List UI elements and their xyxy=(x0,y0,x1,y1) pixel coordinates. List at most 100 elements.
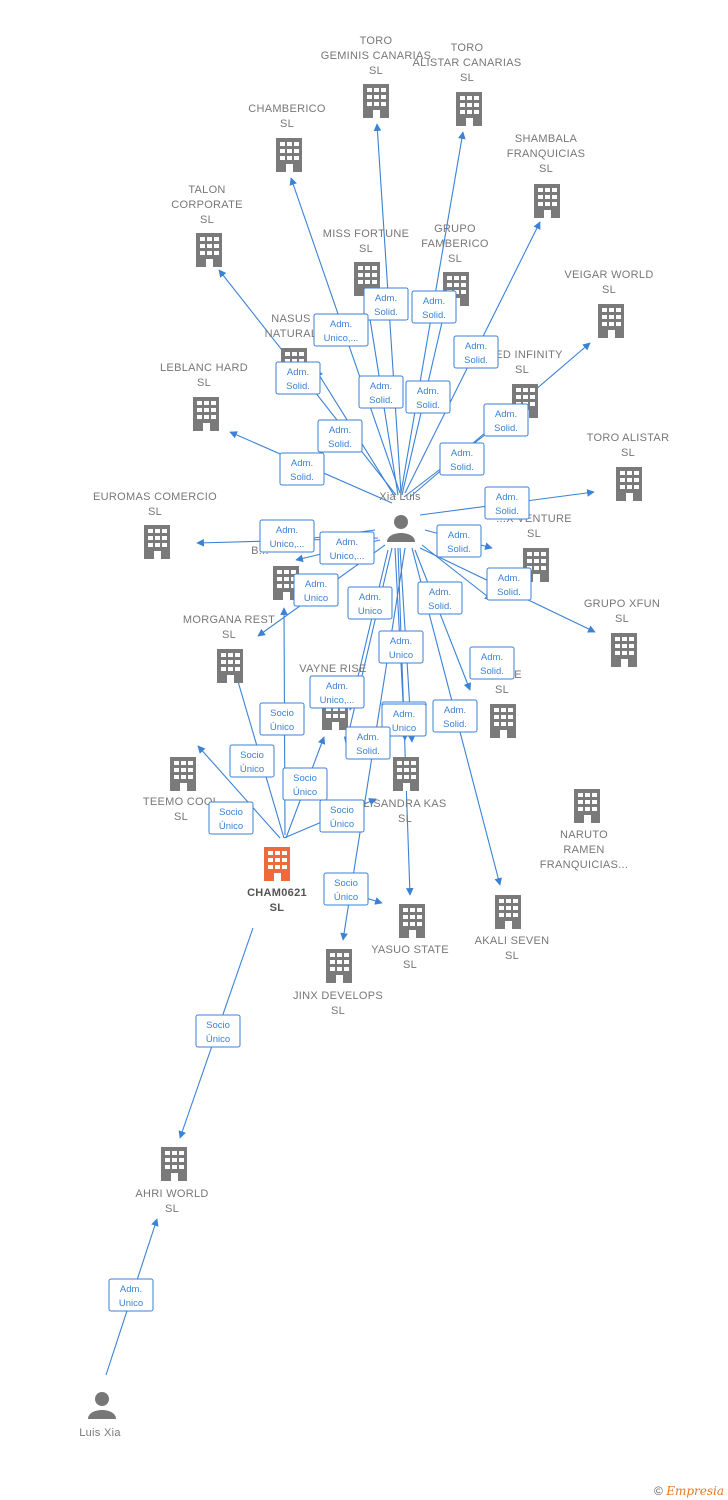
company-label: FAMBERICO xyxy=(421,238,489,250)
person-node-xia-luis[interactable]: Xia Luis xyxy=(379,491,421,542)
building-icon xyxy=(144,525,170,559)
relation-tag[interactable]: Adm.Unico xyxy=(108,1278,154,1312)
company-label: GEMINIS CANARIAS xyxy=(321,50,432,62)
relation-tag-box xyxy=(208,801,254,835)
relation-tag-box xyxy=(358,375,404,409)
brand-logo[interactable]: Empresia xyxy=(666,1484,724,1498)
relation-tag[interactable]: Adm.Solid. xyxy=(486,567,532,601)
company-label: VEIGAR WORLD xyxy=(564,269,653,281)
relation-tag[interactable]: Adm.Solid. xyxy=(436,524,482,558)
relation-tag-line1: Adm. xyxy=(287,367,309,378)
company-label: TEEMO COOL xyxy=(143,796,219,808)
relation-tag[interactable]: Adm.Solid. xyxy=(432,699,478,733)
relation-tag[interactable]: Adm.Solid. xyxy=(317,419,363,453)
relation-tag-box xyxy=(363,287,409,321)
person-node-luis-xia[interactable]: Luis Xia xyxy=(79,1392,121,1439)
relation-tag-line1: Socio xyxy=(240,750,264,761)
relation-tag[interactable]: Adm.Solid. xyxy=(279,452,325,486)
relation-tag[interactable]: Adm.Solid. xyxy=(345,726,391,760)
relation-tag-line1: Adm. xyxy=(390,636,412,647)
relation-tag-line2: Unico xyxy=(119,1298,143,1309)
relation-tag-line1: Adm. xyxy=(496,492,518,503)
company-node-naruto[interactable]: NARUTORAMENFRANQUICIAS... xyxy=(540,789,629,871)
company-label: TORO xyxy=(451,42,484,54)
relation-edge xyxy=(343,547,393,745)
relation-tag[interactable]: Adm.Unico,... xyxy=(309,675,365,709)
person-icon xyxy=(88,1392,116,1419)
company-label: KLED INFINITY xyxy=(481,349,563,361)
relation-tag-line1: Socio xyxy=(270,708,294,719)
relation-tag[interactable]: Adm.Unico xyxy=(381,703,427,737)
relation-tag[interactable]: Adm.Unico,... xyxy=(313,313,369,347)
relation-tag-box xyxy=(309,675,365,709)
relation-tag[interactable]: Adm.Solid. xyxy=(358,375,404,409)
relation-tag[interactable]: Adm.Solid. xyxy=(469,646,515,680)
company-node-b-company[interactable]: B... xyxy=(251,545,299,600)
relation-tag[interactable]: Adm.Solid. xyxy=(483,403,529,437)
relation-tag[interactable]: Adm.Solid. xyxy=(405,380,451,414)
relation-tag[interactable]: Adm.Unico,... xyxy=(319,531,375,565)
relation-tag-box xyxy=(275,361,321,395)
company-node-veigar[interactable]: VEIGAR WORLD SL xyxy=(564,269,653,338)
company-label: SL xyxy=(602,284,616,296)
relation-tag[interactable]: Adm.Solid. xyxy=(411,290,457,324)
relation-tag-box xyxy=(282,767,328,801)
relation-tag-line1: Adm. xyxy=(326,681,348,692)
relation-tag[interactable]: Adm.Solid. xyxy=(453,335,499,369)
company-label: MORGANA REST xyxy=(183,614,275,626)
company-label: YASUO STATE xyxy=(371,944,449,956)
relation-tag-box xyxy=(484,486,530,520)
relation-tag[interactable]: Adm.Unico,... xyxy=(259,519,315,553)
company-label: SL xyxy=(615,613,629,625)
relation-tag-box xyxy=(229,744,275,778)
relation-tag[interactable]: Adm.Solid. xyxy=(417,581,463,615)
relation-tag-line2: Solid. xyxy=(447,544,471,555)
relation-tag-line1: Adm. xyxy=(370,381,392,392)
relation-tag[interactable]: Adm.Solid. xyxy=(275,361,321,395)
relation-tag-box xyxy=(417,581,463,615)
relation-tag[interactable]: Adm.Unico xyxy=(378,630,424,664)
building-icon xyxy=(616,467,642,501)
relation-tag[interactable]: Adm.Unico xyxy=(347,586,393,620)
relation-tag[interactable]: Adm.Solid. xyxy=(363,287,409,321)
company-label: CORPORATE xyxy=(171,199,243,211)
relation-tag-line2: Unico,... xyxy=(270,539,305,550)
relation-tag-line1: Socio xyxy=(330,805,354,816)
company-node-vayne[interactable]: VAYNE RISE xyxy=(299,663,366,730)
relation-tag-box xyxy=(319,799,365,833)
person-icon xyxy=(387,515,415,542)
relation-tag[interactable]: Adm.Solid. xyxy=(439,442,485,476)
relation-tag[interactable]: Adm.Unico xyxy=(293,573,339,607)
relation-tag[interactable]: Adm.Solid. xyxy=(484,486,530,520)
company-label: SL xyxy=(148,506,162,518)
